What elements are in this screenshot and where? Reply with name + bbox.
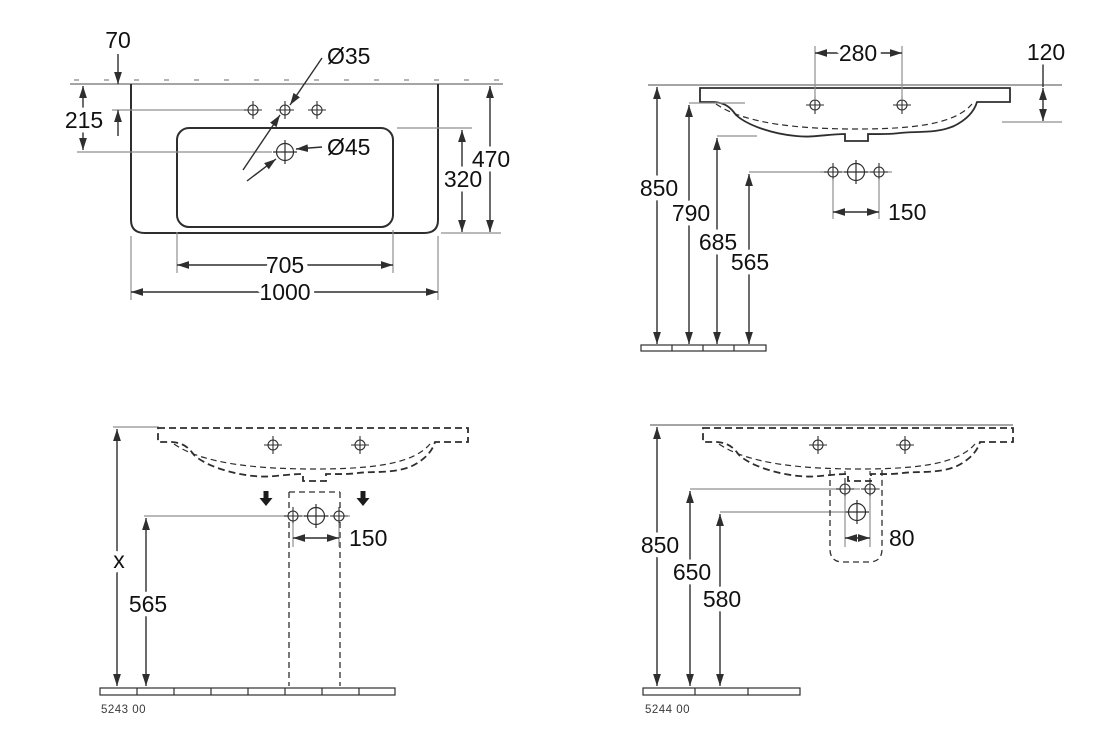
view-plan: 70 215 Ø35 Ø45 470 320 [60,23,515,310]
dim-drain-above-floor: 565 [124,515,288,686]
dim-fixing-above-floor: 650 [668,488,839,686]
dim-taphole-spacing: 280 [814,36,903,100]
dim-label-bottom-above-floor: 685 [699,229,737,255]
pedestal-hidden-outline [288,491,341,686]
dim-label-overall-depth: 470 [472,146,510,172]
bowl-outline [176,127,394,228]
product-code-5243: 5243 00 [101,704,146,716]
view-siphon-cover-installation: 850 650 580 80 [636,424,1013,716]
basin-outline [130,84,439,234]
view-furniture-installation: x 565 150 [99,426,468,716]
floor-line [642,687,801,696]
dim-wall-to-taphole: 70 [101,23,135,136]
dim-bowl-depth: 320 [397,127,487,232]
dim-label-drain-above-floor: 565 [731,249,769,275]
dim-wall-to-drain: 215 [60,86,108,150]
drain-fixing-row [820,159,894,185]
dim-label-rim-height: 120 [1027,39,1065,65]
dim-label-overall-width: 1000 [259,279,310,305]
dim-rim-above-floor: 850 [636,427,684,686]
floor-line [640,344,767,352]
dim-bowl-width: 705 [176,230,394,283]
dim-label-taphole-diameter: Ø35 [327,43,370,69]
wall-line [70,79,503,85]
floor-line [99,687,396,696]
dim-label-fixing-spacing: 150 [888,199,926,225]
dim-taphole-diameter: Ø35 [242,39,375,171]
dim-label-fixing-spacing: 150 [349,525,387,551]
siphon-cover-hidden-outline [829,470,883,563]
drain-fixing-row [283,503,350,529]
dim-fixing-spacing: 150 [292,521,392,556]
view-elevation: 280 120 850 790 685 565 [635,35,1070,352]
dim-label-fixing-spacing: 80 [889,525,915,551]
dim-overall-depth: 470 [441,86,515,234]
dim-label-taphole-spacing: 280 [839,40,877,66]
dim-drain-diameter: Ø45 [246,130,375,182]
dim-label-drain-above-floor: 565 [129,591,167,617]
dim-drain-above-floor: 565 [726,171,827,344]
dim-label-bowl-depth: 320 [444,166,482,192]
dim-underside-above-floor: 790 [667,102,745,344]
dim-rim-height: 120 [1002,35,1070,123]
product-code-5244: 5244 00 [645,704,690,716]
drain-fixing-row [835,479,880,525]
dim-fixing-spacing: 80 [844,496,919,556]
dim-label-drain-above-floor: 580 [703,586,741,612]
dim-fixing-spacing: 150 [832,179,931,230]
dim-label-rim-above-floor: 850 [640,175,678,201]
dim-label-height-variable: x [113,547,125,573]
dim-label-wall-to-drain: 215 [65,107,103,133]
dim-label-wall-to-taphole: 70 [105,27,131,53]
dim-label-fixing-above-floor: 650 [673,559,711,585]
dim-overall-width: 1000 [130,236,439,310]
dim-label-rim-above-floor: 850 [641,532,679,558]
dim-height-variable: x [109,429,130,686]
dim-rim-above-floor: 850 [635,87,683,344]
dim-bottom-above-floor: 685 [694,135,757,344]
dim-label-underside-above-floor: 790 [672,200,710,226]
dim-drain-above-floor: 580 [698,511,846,686]
dim-label-bowl-width: 705 [266,252,304,278]
dim-label-drain-diameter: Ø45 [327,134,370,160]
